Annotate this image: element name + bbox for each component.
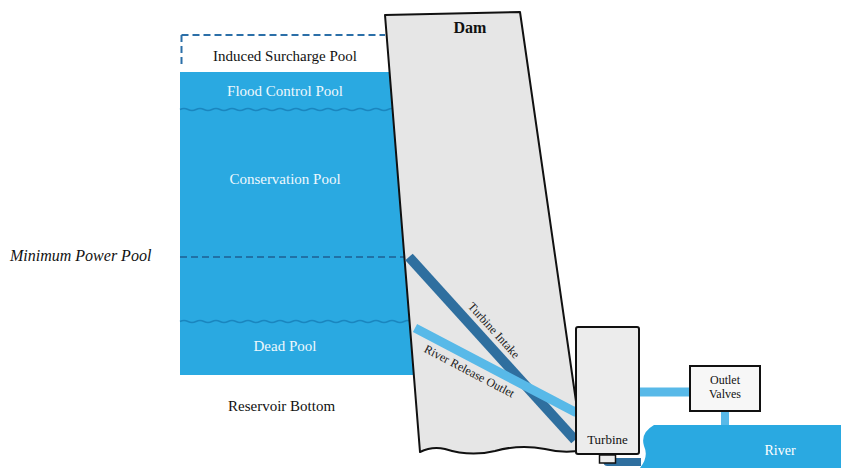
node-label: Dam — [454, 19, 487, 37]
flood-control-band: Flood Control Pool — [180, 72, 395, 108]
surcharge-dashed-top — [182, 34, 386, 36]
turbine-draft-box — [600, 455, 616, 463]
outlet-valves-box: Outlet Valves — [689, 365, 761, 412]
dam-outline — [385, 12, 583, 454]
conservation-band: Conservation Pool — [180, 108, 409, 320]
node-label: Induced Surcharge Pool — [213, 48, 357, 65]
node-label: Turbine — [587, 433, 628, 448]
minimum-power-line — [180, 256, 409, 258]
pipe-connector — [409, 257, 575, 440]
pool-boundary-wave — [180, 109, 420, 111]
node-label: Dead Pool — [254, 338, 317, 355]
bottom-label: Reservoir Bottom — [228, 398, 335, 415]
dam-body: Dam — [380, 8, 595, 460]
surcharge-dashed-side — [181, 35, 183, 66]
node-label: Flood Control Pool — [227, 83, 343, 100]
valve-housing — [690, 366, 760, 411]
node-outline — [180, 108, 409, 320]
pool-fill — [180, 320, 415, 375]
river-shape: River — [640, 425, 841, 468]
node-label: Conservation Pool — [229, 171, 340, 188]
turbine-housing — [576, 327, 639, 454]
surcharge-pool-region: Induced Surcharge Pool — [180, 33, 385, 72]
pipe-connector — [721, 412, 729, 425]
node-outline — [380, 8, 595, 460]
pool-fill — [180, 72, 395, 108]
turbine-box: Turbine — [575, 326, 640, 455]
dead-pool-band: Dead Pool — [180, 320, 415, 375]
node-label: River — [764, 443, 795, 459]
river-water — [640, 425, 841, 468]
node-label: Outlet Valves — [694, 374, 756, 402]
node-outline — [640, 425, 841, 468]
pipe-connector — [415, 328, 689, 412]
pool-fill — [180, 108, 409, 320]
level-label: Minimum Power Pool — [10, 247, 151, 265]
pool-boundary-wave — [180, 321, 420, 323]
